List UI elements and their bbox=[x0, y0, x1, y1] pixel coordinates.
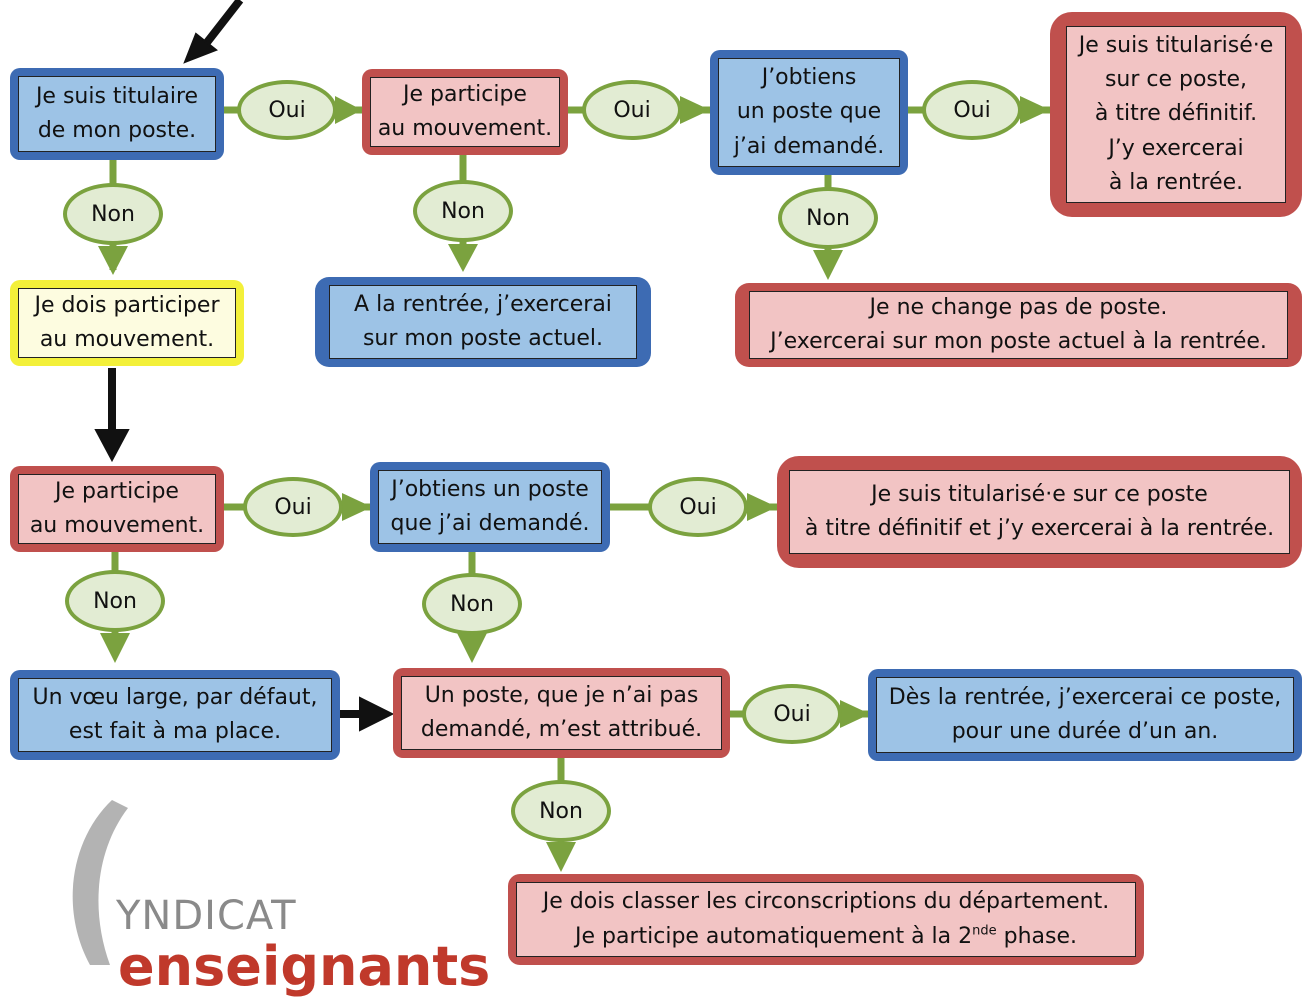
superscript: nde bbox=[972, 923, 997, 939]
box-change-pas-poste: Je ne change pas de poste. J’exercerai s… bbox=[735, 283, 1302, 367]
box-text: Je suis titularisé·e sur ce poste bbox=[871, 481, 1208, 507]
box-voeu-large: Un vœu large, par défaut, est fait à ma … bbox=[10, 670, 340, 760]
box-text: pour une durée d’un an. bbox=[951, 719, 1219, 744]
oval-oui: Oui bbox=[237, 80, 337, 140]
oval-oui: Oui bbox=[582, 80, 682, 140]
oval-oui: Oui bbox=[243, 477, 343, 537]
box-text: Je dois participer bbox=[34, 292, 220, 318]
box-poste-attribue: Un poste, que je n’ai pas demandé, m’est… bbox=[393, 668, 730, 758]
box-text: Je suis titulaire bbox=[35, 83, 199, 109]
logo-text-top: YNDICAT bbox=[116, 893, 297, 939]
box-text: sur mon poste actuel. bbox=[362, 326, 604, 351]
box-text: Je suis titularisé·e bbox=[1078, 33, 1274, 59]
box-text: que j’ai demandé. bbox=[390, 511, 590, 536]
oval-non: Non bbox=[413, 180, 513, 242]
box-obtiens-poste-1: J’obtiens un poste que j’ai demandé. bbox=[710, 50, 908, 175]
box-text: au mouvement. bbox=[39, 327, 215, 352]
box-text: j’ai demandé. bbox=[733, 133, 885, 159]
box-text: à titre définitif. bbox=[1094, 101, 1258, 127]
box-text: J’y exercerai bbox=[1108, 135, 1244, 161]
box-text: phase. bbox=[996, 923, 1077, 949]
box-titulaire-poste: Je suis titulaire de mon poste. bbox=[10, 68, 224, 160]
box-text: Je participe bbox=[55, 478, 179, 504]
syndicat-logo-mark bbox=[72, 800, 128, 965]
oval-non: Non bbox=[778, 187, 878, 249]
box-text: Un poste, que je n’ai pas bbox=[424, 682, 699, 708]
box-text: Un vœu large, par défaut, bbox=[32, 684, 318, 710]
oval-non: Non bbox=[65, 570, 165, 632]
box-text: au mouvement. bbox=[377, 116, 553, 141]
box-text: Dès la rentrée, j’exercerai ce poste, bbox=[888, 684, 1282, 710]
box-classer-circonscriptions: Je dois classer les circonscriptions du … bbox=[508, 874, 1144, 965]
box-titularise-1: Je suis titularisé·e sur ce poste, à tit… bbox=[1050, 12, 1302, 217]
box-text: A la rentrée, j’exercerai bbox=[354, 291, 612, 317]
box-text: J’exercerai sur mon poste actuel à la re… bbox=[770, 329, 1267, 354]
oval-oui: Oui bbox=[648, 477, 748, 537]
box-text: au mouvement. bbox=[29, 513, 205, 538]
box-text: est fait à ma place. bbox=[68, 719, 282, 744]
box-text: Je dois classer les circonscriptions du … bbox=[542, 889, 1110, 915]
box-text: J’obtiens bbox=[761, 65, 857, 91]
box-text: Je participe bbox=[403, 81, 527, 107]
box-rentree-poste-actuel: A la rentrée, j’exercerai sur mon poste … bbox=[315, 277, 651, 367]
oval-oui: Oui bbox=[922, 80, 1022, 140]
box-text: à titre définitif et j’y exercerai à la … bbox=[804, 516, 1275, 541]
box-text: demandé, m’est attribué. bbox=[420, 717, 703, 742]
box-text: J’obtiens un poste bbox=[391, 476, 589, 502]
oval-non: Non bbox=[511, 780, 611, 842]
box-titularise-2: Je suis titularisé·e sur ce poste à titr… bbox=[777, 456, 1302, 568]
box-exercerai-un-an: Dès la rentrée, j’exercerai ce poste, po… bbox=[868, 669, 1302, 761]
box-text: de mon poste. bbox=[37, 118, 197, 143]
box-text: un poste que bbox=[736, 99, 882, 125]
logo-text-bottom: enseignants bbox=[118, 935, 491, 998]
box-text: Je ne change pas de poste. bbox=[869, 294, 1168, 320]
oval-non: Non bbox=[63, 183, 163, 245]
oval-non: Non bbox=[422, 573, 522, 635]
box-text: Je participe automatiquement à la 2 bbox=[574, 923, 973, 949]
box-obtiens-poste-2: J’obtiens un poste que j’ai demandé. bbox=[370, 462, 610, 552]
box-participe-mouvement-2: Je participe au mouvement. bbox=[10, 466, 224, 552]
box-text: sur ce poste, bbox=[1104, 67, 1248, 93]
box-text-with-superscript: Je participe automatiquement à la 2nde p… bbox=[575, 920, 1077, 954]
box-participe-mouvement-1: Je participe au mouvement. bbox=[362, 69, 568, 155]
box-text: à la rentrée. bbox=[1108, 169, 1244, 195]
oval-oui: Oui bbox=[742, 684, 842, 744]
box-dois-participer: Je dois participer au mouvement. bbox=[10, 280, 244, 366]
